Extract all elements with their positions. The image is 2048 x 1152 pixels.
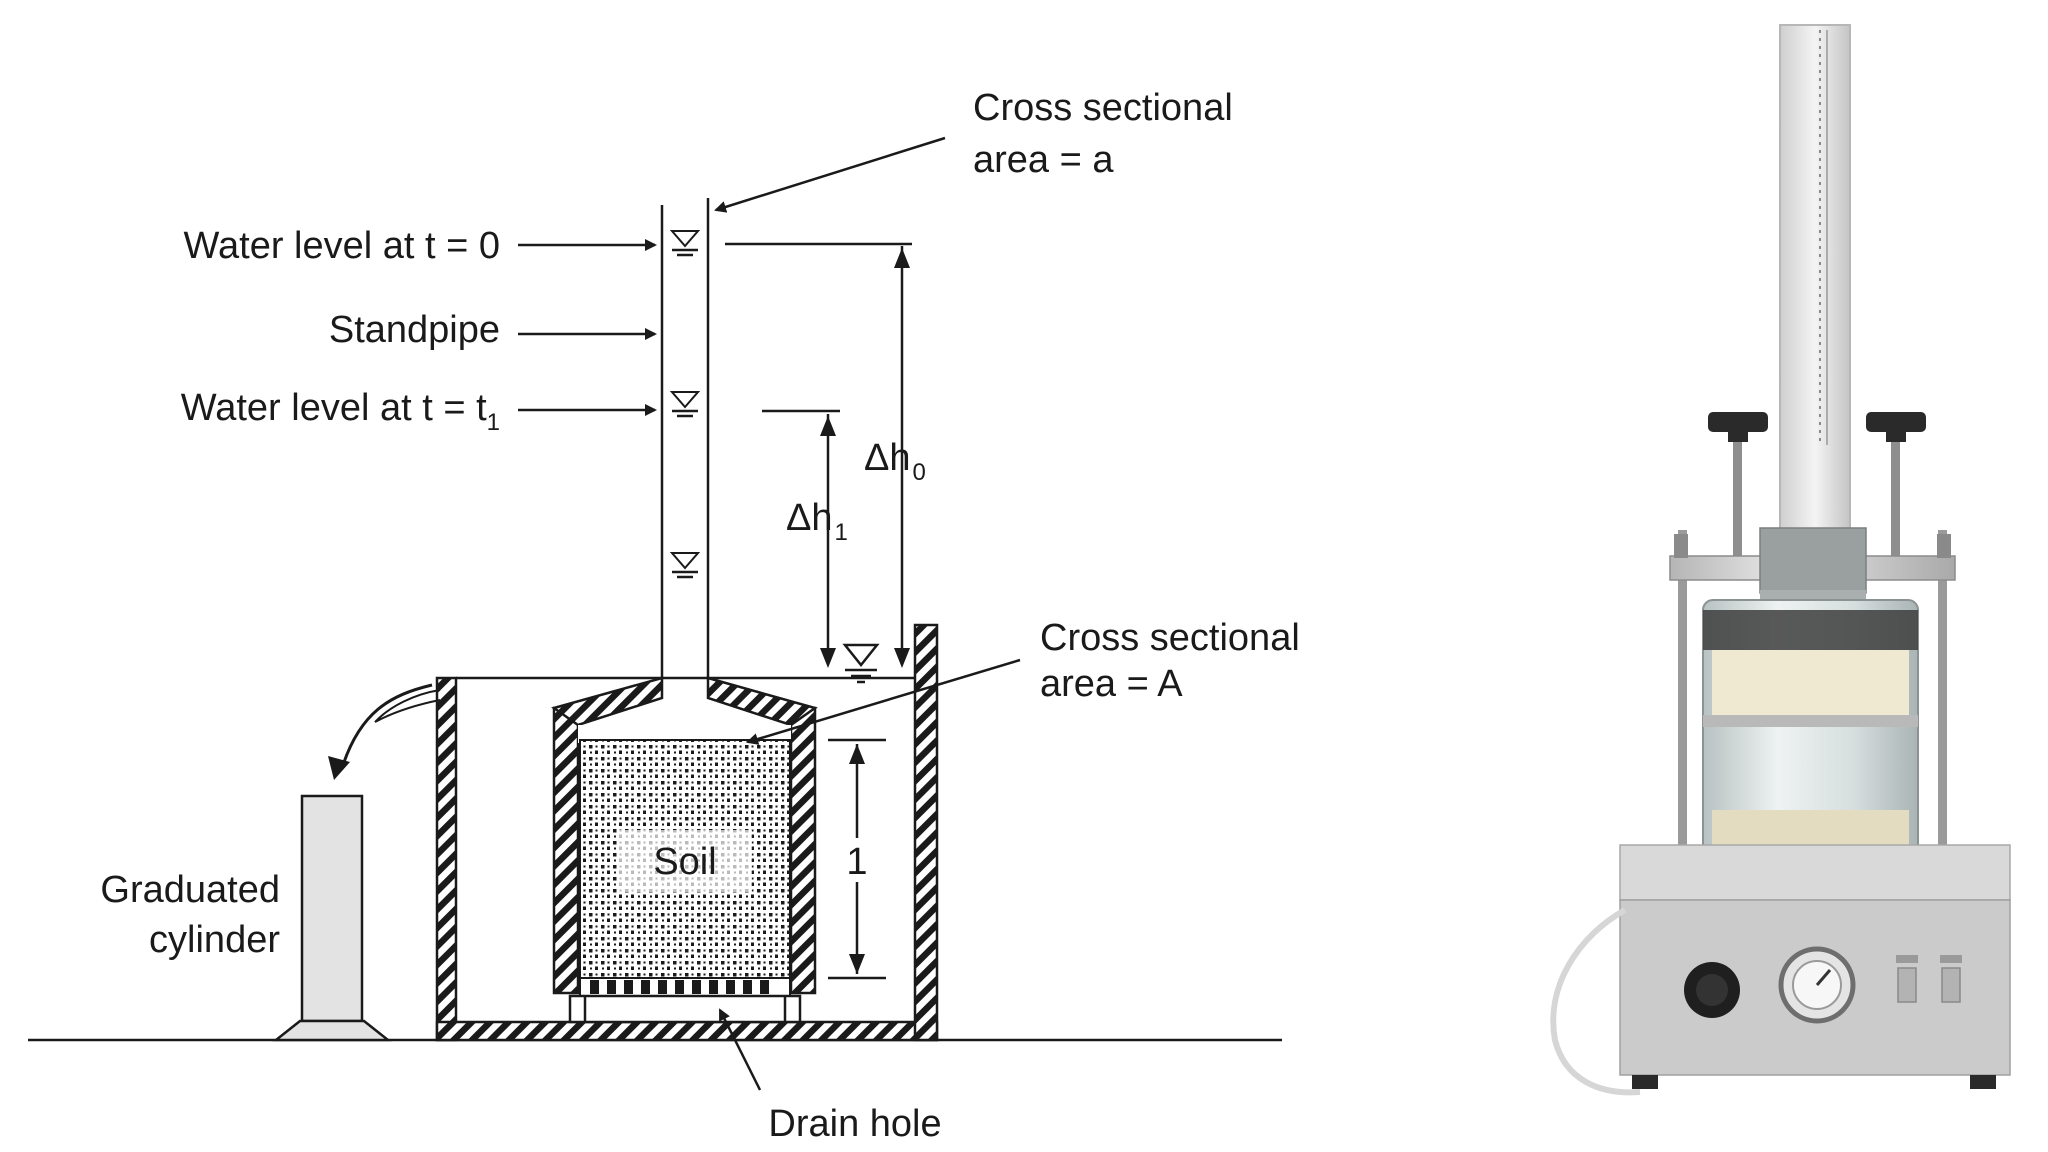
photo-glass-cylinder xyxy=(1702,599,1919,881)
photo-power-connector xyxy=(1684,962,1740,1018)
cross-section-A-leader xyxy=(746,658,1021,745)
apparatus-photo xyxy=(1550,24,2011,1096)
delta-h1-label: Δh1 xyxy=(786,497,848,546)
schematic-diagram: Soil xyxy=(28,87,1300,1145)
sample-container xyxy=(551,676,818,995)
water-surface-icon-t1 xyxy=(669,391,701,418)
water-level-t1-label: Water level at t = t1 xyxy=(181,387,500,436)
water-surface-icon-t2 xyxy=(669,552,701,579)
drain-hole-label: Drain hole xyxy=(768,1103,941,1145)
cross-section-A-label-line1: Cross sectional xyxy=(1040,617,1300,659)
standpipe xyxy=(660,198,710,678)
cross-section-a-label-line2: area = a xyxy=(973,139,1114,181)
base-support xyxy=(568,994,802,1024)
photo-cable xyxy=(1550,907,1641,1096)
delta-h1-dimension xyxy=(820,414,836,668)
curved-overflow-arrow-icon xyxy=(328,683,441,780)
photo-right-knob xyxy=(1866,412,1926,442)
delta-h0-label: Δh0 xyxy=(864,437,926,486)
length-label: 1 xyxy=(846,841,867,883)
graduated-cylinder-label-line1: Graduated xyxy=(100,869,280,911)
water-surface-icon-tailwater xyxy=(842,643,880,684)
standpipe-label: Standpipe xyxy=(329,309,500,351)
water-level-t0-label: Water level at t = 0 xyxy=(184,225,500,267)
cross-section-a-label-line1: Cross sectional xyxy=(973,87,1233,129)
water-surface-icon-t0 xyxy=(669,230,701,257)
cross-section-A-label-line2: area = A xyxy=(1040,663,1183,705)
graduated-cylinder xyxy=(272,794,392,1042)
photo-standpipe-tube xyxy=(1779,24,1851,546)
porous-plate xyxy=(579,977,791,997)
outer-container xyxy=(435,623,939,1042)
photo-switches xyxy=(1896,955,1962,1003)
photo-left-rod xyxy=(1733,430,1742,560)
photo-top-cap xyxy=(1759,527,1867,594)
cross-section-a-leader xyxy=(714,136,946,213)
photo-gauge xyxy=(1778,946,1856,1024)
photo-left-knob xyxy=(1708,412,1768,442)
drain-hole-leader xyxy=(718,1008,762,1091)
photo-right-rod xyxy=(1891,430,1900,560)
graduated-cylinder-label-line2: cylinder xyxy=(149,919,280,961)
soil-label: Soil xyxy=(653,841,716,883)
delta-h0-dimension xyxy=(894,246,910,668)
